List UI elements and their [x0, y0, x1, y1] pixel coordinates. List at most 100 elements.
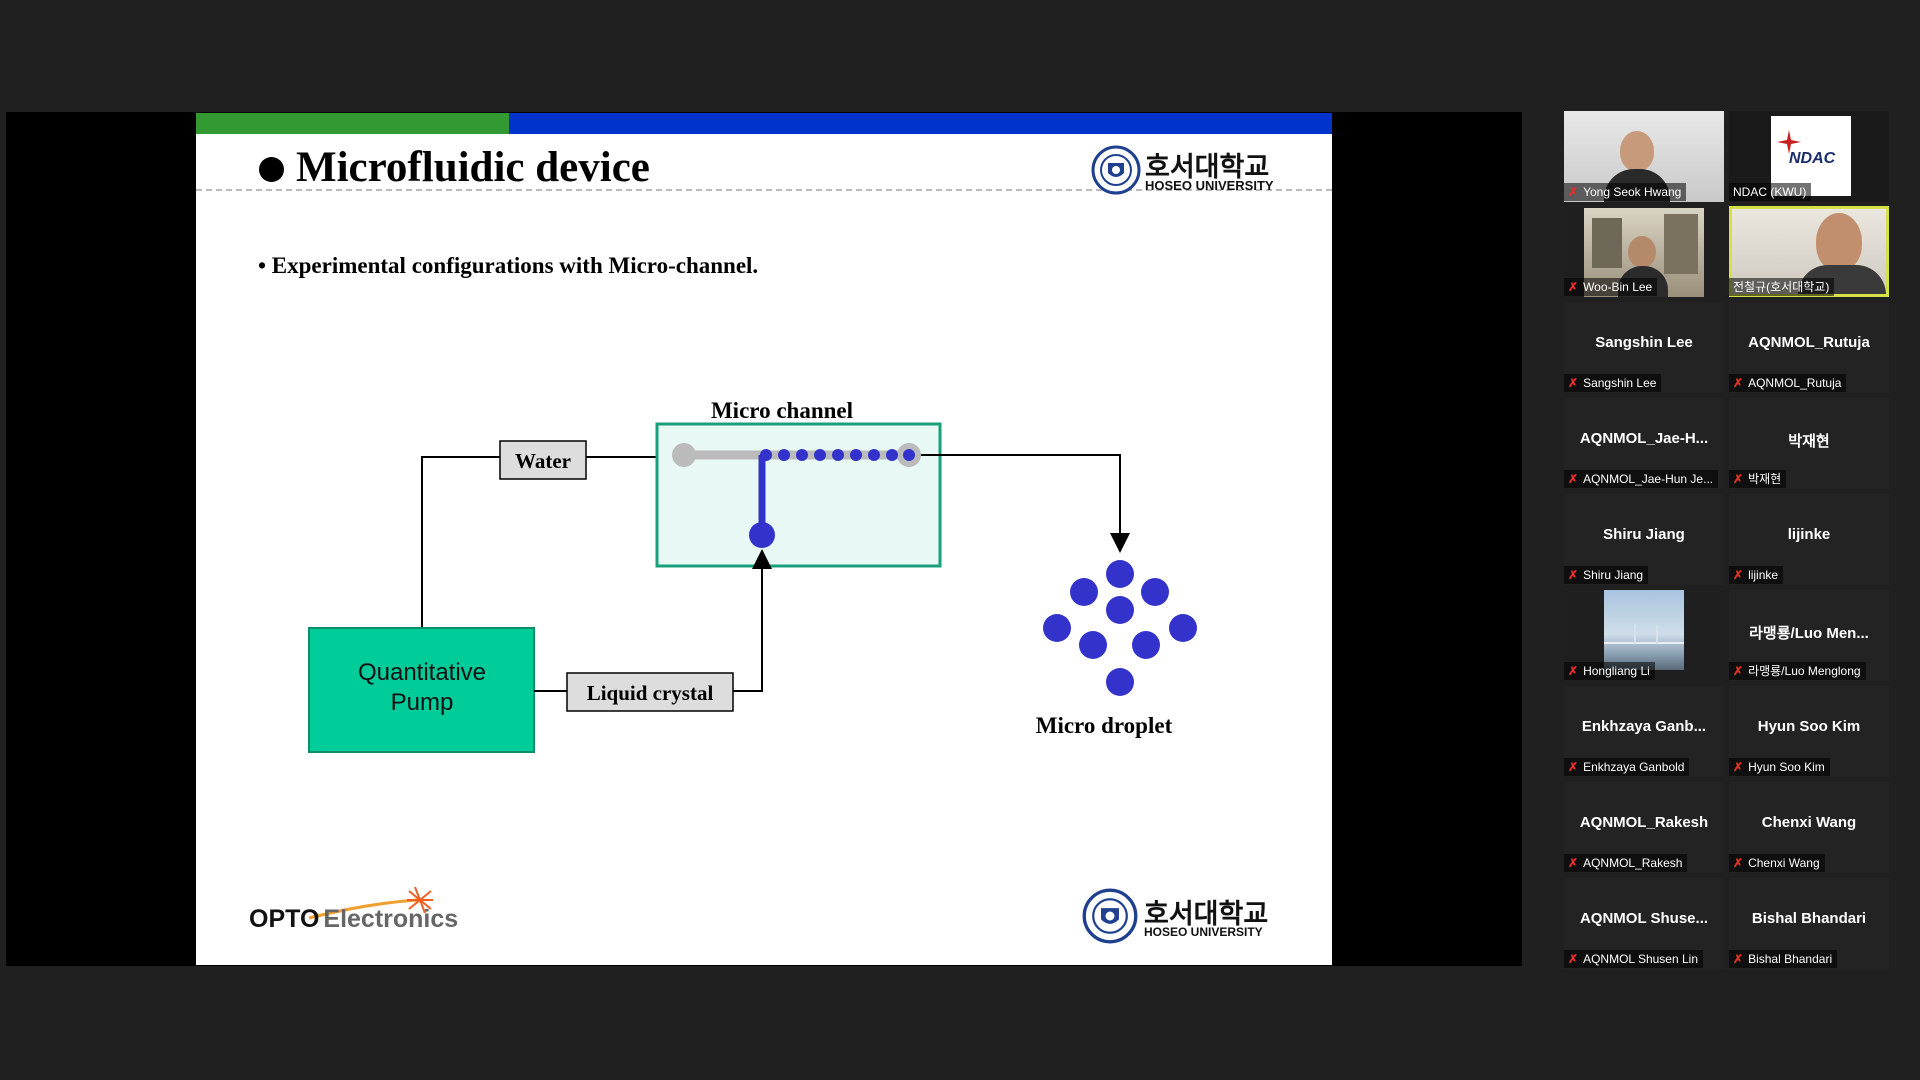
participant-display-name: Hyun Soo Kim: [1757, 718, 1861, 735]
participant-tile[interactable]: Shiru Jiang ✗Shiru Jiang: [1564, 494, 1724, 585]
participant-name-label: ✗Shiru Jiang: [1564, 566, 1649, 584]
mic-muted-icon: ✗: [1568, 376, 1579, 390]
channel-inlet-circle: [672, 443, 696, 467]
slide-title: Microfluidic device: [296, 144, 650, 191]
participant-display-name: Chenxi Wang: [1761, 814, 1857, 831]
micro-droplet: [1106, 596, 1134, 624]
hoseo-logo-top: 호서대학교 HOSEO UNIVERSITY: [1091, 145, 1321, 195]
quantitative-pump-box: [308, 627, 535, 753]
title-bullet: [259, 157, 284, 182]
participant-display-name: 박재현: [1788, 433, 1830, 450]
channel-droplet-train: [760, 449, 915, 461]
opto-swoosh-icon: [308, 886, 433, 920]
micro-droplet: [1132, 631, 1160, 659]
mic-muted-icon: ✗: [1733, 472, 1744, 486]
participant-name-label: NDAC (KWU): [1729, 183, 1812, 201]
participant-tile[interactable]: Chenxi Wang ✗Chenxi Wang: [1729, 782, 1889, 873]
participant-tile[interactable]: 라맹룡/Luo Men... ✗라맹룡/Luo Menglong: [1729, 590, 1889, 681]
participant-display-name: Shiru Jiang: [1603, 526, 1685, 543]
participant-display-name: 라맹룡/Luo Men...: [1749, 625, 1869, 642]
micro-droplet-cluster: [1043, 560, 1197, 696]
micro-droplet: [1169, 614, 1197, 642]
participant-display-name: Sangshin Lee: [1595, 334, 1693, 351]
participant-name-label: ✗Chenxi Wang: [1729, 854, 1825, 872]
participant-video: [1604, 590, 1684, 670]
participant-name-label: ✗Hyun Soo Kim: [1729, 758, 1830, 776]
participant-name-label: ✗Woo-Bin Lee: [1564, 278, 1658, 296]
mic-muted-icon: ✗: [1568, 185, 1579, 199]
liquid-crystal-label: Liquid crystal: [587, 681, 714, 705]
participant-name-label: ✗AQNMOL_Jae-Hun Je...: [1564, 470, 1719, 488]
participant-tile[interactable]: Hyun Soo Kim ✗Hyun Soo Kim: [1729, 686, 1889, 777]
micro-droplet: [1079, 631, 1107, 659]
mic-muted-icon: ✗: [1568, 664, 1579, 678]
mic-muted-icon: ✗: [1568, 856, 1579, 870]
presentation-slide: Microfluidic device 호서대학교 HOSEO UNIVERSI…: [196, 113, 1332, 965]
channel-droplet: [868, 449, 880, 461]
participant-tile[interactable]: Sangshin Lee ✗Sangshin Lee: [1564, 302, 1724, 393]
ndac-logo-text: NDAC: [1789, 150, 1836, 167]
pump-label-line2: Pump: [391, 689, 454, 716]
participant-tile[interactable]: AQNMOL_Rakesh ✗AQNMOL_Rakesh: [1564, 782, 1724, 873]
participant-display-name: Bishal Bhandari: [1751, 910, 1867, 927]
participant-tile[interactable]: ✗Yong Seok Hwang: [1564, 111, 1724, 202]
channel-to-droplet-arrow: [921, 454, 1130, 553]
title-divider: [196, 189, 1332, 191]
participant-tile[interactable]: NDAC NDAC (KWU): [1729, 111, 1889, 202]
participant-display-name: lijinke: [1787, 526, 1831, 543]
university-name-kr: 호서대학교: [1144, 899, 1269, 929]
mic-muted-icon: ✗: [1733, 760, 1744, 774]
participant-name-label: ✗AQNMOL Shusen Lin: [1564, 950, 1704, 968]
participant-tile[interactable]: AQNMOL_Jae-H... ✗AQNMOL_Jae-Hun Je...: [1564, 398, 1724, 489]
mic-muted-icon: ✗: [1568, 952, 1579, 966]
participant-tile-active-speaker[interactable]: 전철규(호서대학교): [1729, 206, 1889, 297]
channel-droplet: [832, 449, 844, 461]
micro-droplet: [1070, 578, 1098, 606]
microfluidic-diagram: Water Micro channel Quantitative Pump: [308, 398, 1197, 753]
channel-droplet: [760, 449, 772, 461]
participant-tile[interactable]: AQNMOL Shuse... ✗AQNMOL Shusen Lin: [1564, 878, 1724, 969]
participant-tile[interactable]: lijinke ✗lijinke: [1729, 494, 1889, 585]
micro-droplet: [1141, 578, 1169, 606]
participant-name-label: ✗lijinke: [1729, 566, 1784, 584]
channel-droplet: [814, 449, 826, 461]
channel-droplet: [903, 449, 915, 461]
participant-tile[interactable]: 박재현 ✗박재현: [1729, 398, 1889, 489]
channel-droplet: [886, 449, 898, 461]
hoseo-logo-bottom: 호서대학교 HOSEO UNIVERSITY: [1082, 888, 1312, 948]
channel-side-inlet: [749, 522, 775, 548]
participant-name-label: 전철규(호서대학교): [1729, 278, 1835, 296]
participant-name-label: ✗Hongliang Li: [1564, 662, 1655, 680]
university-name-en: HOSEO UNIVERSITY: [1145, 178, 1274, 193]
slide-green-bar: [196, 113, 509, 134]
micro-droplet: [1043, 614, 1071, 642]
participant-tile[interactable]: Enkhzaya Ganb... ✗Enkhzaya Ganbold: [1564, 686, 1724, 777]
slide-subtitle: • Experimental configurations with Micro…: [258, 253, 759, 278]
participant-display-name: AQNMOL_Rutuja: [1748, 334, 1870, 351]
mic-muted-icon: ✗: [1733, 664, 1744, 678]
hoseo-seal-icon: [1082, 888, 1138, 944]
participant-tile[interactable]: ✗Hongliang Li: [1564, 590, 1724, 681]
participant-tile[interactable]: Bishal Bhandari ✗Bishal Bhandari: [1729, 878, 1889, 969]
participant-tile[interactable]: ✗Woo-Bin Lee: [1564, 206, 1724, 297]
mic-muted-icon: ✗: [1568, 568, 1579, 582]
mic-muted-icon: ✗: [1733, 376, 1744, 390]
hoseo-seal-icon: [1091, 145, 1141, 195]
micro-droplet-label: Micro droplet: [1036, 713, 1173, 738]
pump-to-water-line: [421, 456, 500, 628]
university-name-en: HOSEO UNIVERSITY: [1144, 925, 1263, 939]
water-box: [499, 440, 587, 480]
participant-tile[interactable]: AQNMOL_Rutuja ✗AQNMOL_Rutuja: [1729, 302, 1889, 393]
mic-muted-icon: ✗: [1568, 472, 1579, 486]
participant-gallery: ✗Yong Seok Hwang NDAC NDAC (KWU) ✗Woo-Bi…: [1564, 111, 1894, 971]
participant-name-label: ✗라맹룡/Luo Menglong: [1729, 662, 1866, 680]
participant-name-label: ✗Sangshin Lee: [1564, 374, 1662, 392]
ndac-star-icon: [1777, 130, 1801, 154]
participant-name-label: ✗Enkhzaya Ganbold: [1564, 758, 1690, 776]
mic-muted-icon: ✗: [1733, 952, 1744, 966]
participant-name-label: ✗Yong Seok Hwang: [1564, 183, 1687, 201]
participant-name-label: ✗AQNMOL_Rutuja: [1729, 374, 1847, 392]
mic-muted-icon: ✗: [1733, 856, 1744, 870]
